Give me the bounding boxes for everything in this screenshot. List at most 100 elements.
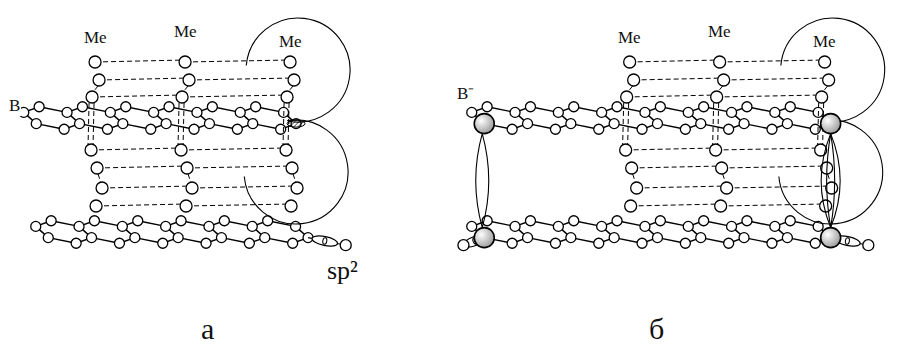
boron-atom	[216, 233, 226, 243]
metal-atom	[624, 56, 636, 68]
metal-bond	[178, 103, 179, 145]
metal-bond	[102, 186, 192, 188]
metal-label: Me	[173, 22, 198, 42]
boron-atom	[770, 107, 780, 117]
boron-atom	[74, 221, 84, 231]
boron-atom	[482, 102, 492, 112]
boron-atom	[458, 240, 469, 251]
boron-atom	[727, 107, 737, 117]
metal-bond	[626, 148, 716, 150]
boron-atom	[75, 119, 85, 129]
boron-atom	[569, 216, 579, 226]
metal-bond	[189, 78, 294, 80]
boron-atom	[525, 216, 535, 226]
boron-atom	[507, 124, 517, 134]
boron-atom	[594, 238, 604, 248]
metal-atom	[281, 91, 293, 103]
boron-atom	[640, 221, 650, 231]
metal-bond	[187, 166, 292, 168]
metal-atom	[710, 144, 722, 156]
orbital-arc	[781, 18, 885, 122]
metal-atom	[175, 144, 187, 156]
metal-bond	[716, 148, 821, 150]
panel-figure	[458, 18, 885, 251]
boron-atom	[507, 238, 517, 248]
metal-atom	[186, 182, 198, 194]
metal-bond	[818, 103, 819, 145]
metal-bond	[630, 60, 720, 62]
boron-atom	[260, 233, 270, 243]
metal-atom	[820, 200, 832, 212]
metal-bond	[631, 204, 721, 206]
metal-bond	[637, 186, 727, 188]
metal-atom	[179, 56, 191, 68]
boron-layer	[467, 216, 836, 249]
metal-atom	[716, 162, 728, 174]
boron-atom	[247, 221, 257, 231]
metal-atom	[816, 91, 828, 103]
boron-atom	[566, 233, 576, 243]
boron-atom	[770, 221, 780, 231]
boron-ion	[821, 114, 841, 134]
metal-atom	[620, 144, 632, 156]
boron-atom	[550, 238, 560, 248]
boron-atom	[553, 221, 563, 231]
metal-bond	[283, 103, 284, 145]
boron-atom	[742, 102, 752, 112]
metal-atom	[628, 74, 640, 86]
boron-atom	[612, 216, 622, 226]
boron-atom	[118, 119, 128, 129]
boron-atom	[523, 233, 533, 243]
boron-atom	[785, 102, 795, 112]
boron-atom	[597, 221, 607, 231]
boron-atom	[149, 107, 159, 117]
boron-atom	[782, 119, 792, 129]
metal-bond	[718, 103, 719, 145]
metal-label: Me	[617, 28, 642, 48]
boron-atom	[696, 233, 706, 243]
hybridization-label: sp²	[326, 256, 359, 286]
metal-atom	[93, 74, 105, 86]
metal-bond	[717, 95, 822, 97]
panel-caption: а	[200, 312, 215, 347]
metal-atom	[631, 182, 643, 194]
metal-bond	[632, 166, 722, 168]
boron-atom	[201, 238, 211, 248]
boron-atom	[232, 124, 242, 134]
metal-bond	[722, 166, 827, 168]
metal-bonds	[623, 60, 832, 206]
boron-atom	[43, 233, 53, 243]
metal-atom	[715, 200, 727, 212]
boron-atom	[340, 240, 351, 251]
orbital-arc	[244, 120, 348, 224]
metal-atom	[180, 200, 192, 212]
boron-layer	[31, 216, 313, 249]
metal-atom	[85, 144, 97, 156]
metal-bond	[91, 148, 181, 150]
metal-bond	[181, 148, 286, 150]
boron-atom	[767, 124, 777, 134]
boron-ion	[474, 228, 494, 248]
boron-atom	[87, 233, 97, 243]
boron-atom	[173, 233, 183, 243]
metal-atom	[823, 74, 835, 86]
metal-bond	[721, 204, 826, 206]
metal-bond	[96, 204, 186, 206]
boron-atom	[204, 119, 214, 129]
boron-atom	[31, 221, 41, 231]
boron-atom	[276, 124, 286, 134]
metal-label: Me	[278, 32, 303, 52]
boron-ion-label: B⁻	[456, 84, 475, 104]
metal-bond	[97, 166, 187, 168]
boron-atom	[46, 216, 56, 226]
boron-atom	[609, 233, 619, 243]
panel-figure	[19, 18, 351, 251]
boron-atom	[207, 102, 217, 112]
metal-label: Me	[83, 28, 108, 48]
boron-atom	[652, 119, 662, 129]
metal-atom	[280, 144, 292, 156]
boron-ion	[474, 114, 494, 134]
metal-bond	[720, 60, 825, 62]
orbital-dot	[845, 237, 850, 244]
